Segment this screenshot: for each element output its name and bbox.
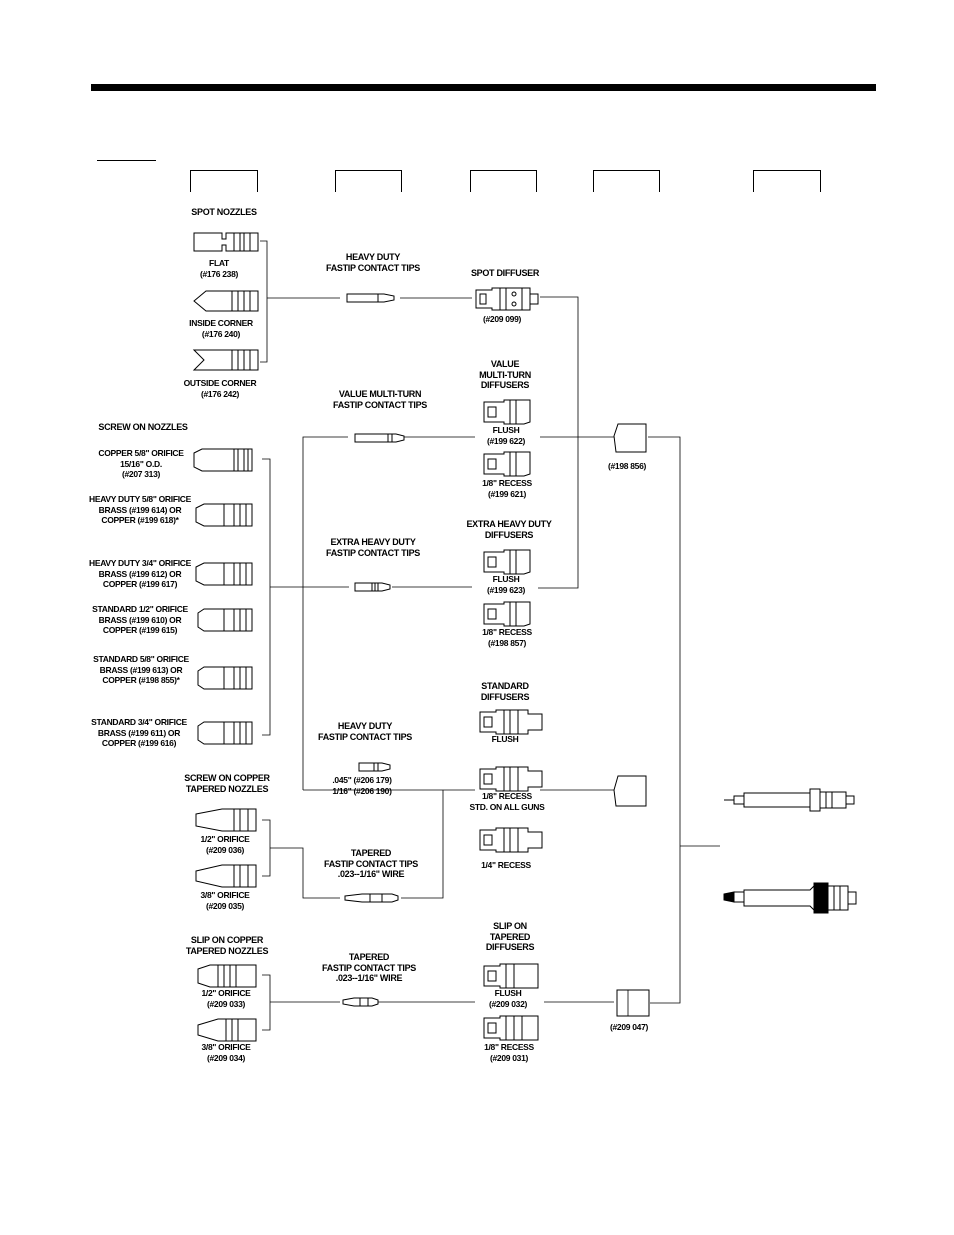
inside-corner-nozzle-icon bbox=[193, 290, 259, 312]
std-flush-label: FLUSH bbox=[491, 734, 519, 744]
hd-58-label: HEAVY DUTY 5/8" ORIFICE BRASS (#199 614)… bbox=[89, 494, 191, 525]
std-58-nozzle-icon bbox=[197, 666, 253, 690]
xhd-flush-label: FLUSH (#199 623) bbox=[486, 574, 526, 595]
slip-flush-diffuser-icon bbox=[483, 963, 539, 989]
slip-recess-diffuser-icon bbox=[483, 1015, 539, 1041]
xhd-flush-diffuser-icon bbox=[483, 549, 531, 575]
tapered-tips-2-heading: TAPERED FASTIP CONTACT TIPS .023--1/16" … bbox=[322, 952, 416, 983]
value-recess-diffuser-icon bbox=[483, 451, 531, 477]
flat-nozzle-label: FLAT (#176 238) bbox=[199, 258, 239, 279]
hd-34-label: HEAVY DUTY 3/4" ORIFICE BRASS (#199 612)… bbox=[89, 558, 191, 589]
column-header-box-5 bbox=[753, 170, 821, 192]
tapered-contact-tip-icon bbox=[342, 997, 379, 1007]
flat-spot-nozzle-icon bbox=[193, 232, 259, 252]
column-header-box-1 bbox=[190, 170, 258, 192]
sct-38-label: 3/8" ORIFICE (#209 035) bbox=[200, 890, 250, 911]
insulator-3-number: (#209 047) bbox=[609, 1022, 649, 1032]
copper-nozzle-icon bbox=[193, 448, 253, 472]
slip-on-nozzle-38-icon bbox=[197, 1018, 257, 1042]
insulator-1-number: (#198 856) bbox=[607, 461, 647, 471]
std-12-label: STANDARD 1/2" ORIFICE BRASS (#199 610) O… bbox=[92, 604, 188, 635]
spot-nozzles-heading: SPOT NOZZLES bbox=[191, 207, 257, 217]
std-recess-18-diffuser-icon bbox=[479, 766, 543, 792]
tapered-contact-tip-icon bbox=[344, 893, 399, 903]
std-34-label: STANDARD 3/4" ORIFICE BRASS (#199 611) O… bbox=[91, 717, 187, 748]
std-recess-14-diffuser-icon bbox=[479, 827, 543, 853]
hd-tips-mid-heading: HEAVY DUTY FASTIP CONTACT TIPS bbox=[318, 721, 412, 742]
std-diffusers-heading: STANDARD DIFFUSERS bbox=[480, 681, 530, 702]
sl-12-label: 1/2" ORIFICE (#209 033) bbox=[201, 988, 251, 1009]
std-flush-diffuser-icon bbox=[479, 709, 543, 735]
heavy-duty-contact-tip-icon bbox=[346, 293, 395, 303]
xhd-tips-heading: EXTRA HEAVY DUTY FASTIP CONTACT TIPS bbox=[326, 537, 420, 558]
outside-corner-nozzle-icon bbox=[192, 349, 259, 371]
hd-tips-top-heading: HEAVY DUTY FASTIP CONTACT TIPS bbox=[326, 252, 420, 273]
hd-58-nozzle-icon bbox=[195, 503, 253, 527]
value-multi-turn-tip-icon bbox=[354, 433, 405, 443]
insulator-icon bbox=[613, 423, 647, 453]
std-recess-18-label: 1/8" RECESS STD. ON ALL GUNS bbox=[469, 791, 545, 812]
extra-heavy-duty-tip-icon bbox=[354, 582, 391, 592]
column-header-box-4 bbox=[593, 170, 660, 192]
value-recess-label: 1/8" RECESS (#199 621) bbox=[482, 478, 532, 499]
sct-12-label: 1/2" ORIFICE (#209 036) bbox=[200, 834, 250, 855]
slip-flush-label: FLUSH (#209 032) bbox=[488, 988, 528, 1009]
value-flush-label: FLUSH (#199 622) bbox=[486, 425, 526, 446]
sl-38-label: 3/8" ORIFICE (#209 034) bbox=[201, 1042, 251, 1063]
xhd-recess-label: 1/8" RECESS (#198 857) bbox=[482, 627, 532, 648]
slip-on-nozzle-12-icon bbox=[197, 964, 257, 988]
slip-diffusers-heading: SLIP ON TAPERED DIFFUSERS bbox=[485, 921, 535, 952]
hd-tip-sizes-label: .045" (#206 179) 1/16" (#206 190) bbox=[332, 775, 392, 796]
screw-on-nozzles-heading: SCREW ON NOZZLES bbox=[98, 422, 188, 432]
spot-diffuser-number: (#209 099) bbox=[482, 314, 522, 324]
spot-diffuser-heading: SPOT DIFFUSER bbox=[470, 268, 540, 278]
xhd-diffusers-heading: EXTRA HEAVY DUTY DIFFUSERS bbox=[466, 519, 552, 540]
slip-copper-tapered-heading: SLIP ON COPPER TAPERED NOZZLES bbox=[185, 935, 269, 956]
value-diffusers-heading: VALUE MULTI-TURN DIFFUSERS bbox=[479, 359, 531, 390]
std-58-label: STANDARD 5/8" ORIFICE BRASS (#199 613) O… bbox=[93, 654, 189, 685]
tapered-tips-1-heading: TAPERED FASTIP CONTACT TIPS .023--1/16" … bbox=[324, 848, 418, 879]
hd-34-nozzle-icon bbox=[195, 562, 253, 586]
top-rule bbox=[91, 84, 876, 91]
insulator-square-icon bbox=[616, 989, 650, 1017]
tapered-nozzle-12-icon bbox=[195, 808, 257, 832]
screw-copper-tapered-heading: SCREW ON COPPER TAPERED NOZZLES bbox=[184, 773, 270, 794]
slip-recess-label: 1/8" RECESS (#209 031) bbox=[484, 1042, 534, 1063]
std-recess-14-label: 1/4" RECESS bbox=[481, 860, 531, 870]
heavy-duty-tip-small-icon bbox=[358, 762, 391, 772]
column-header-box-3 bbox=[470, 170, 537, 192]
xhd-recess-diffuser-icon bbox=[483, 601, 531, 627]
inside-corner-label: INSIDE CORNER (#176 240) bbox=[189, 318, 253, 339]
copper-58-label: COPPER 5/8" ORIFICE 15/16" O.D. (#207 31… bbox=[98, 448, 184, 479]
gun-tube-icon bbox=[724, 788, 855, 812]
spot-diffuser-icon bbox=[475, 287, 539, 311]
value-flush-diffuser-icon bbox=[483, 399, 531, 425]
insulator-icon bbox=[613, 775, 647, 807]
std-34-nozzle-icon bbox=[197, 721, 253, 745]
std-12-nozzle-icon bbox=[197, 608, 253, 632]
outside-corner-label: OUTSIDE CORNER (#176 242) bbox=[183, 378, 257, 399]
value-tips-heading: VALUE MULTI-TURN FASTIP CONTACT TIPS bbox=[333, 389, 427, 410]
header-underline bbox=[97, 160, 156, 161]
tapered-nozzle-38-icon bbox=[195, 864, 257, 888]
gun-handle-icon bbox=[723, 882, 857, 914]
column-header-box-2 bbox=[335, 170, 402, 192]
